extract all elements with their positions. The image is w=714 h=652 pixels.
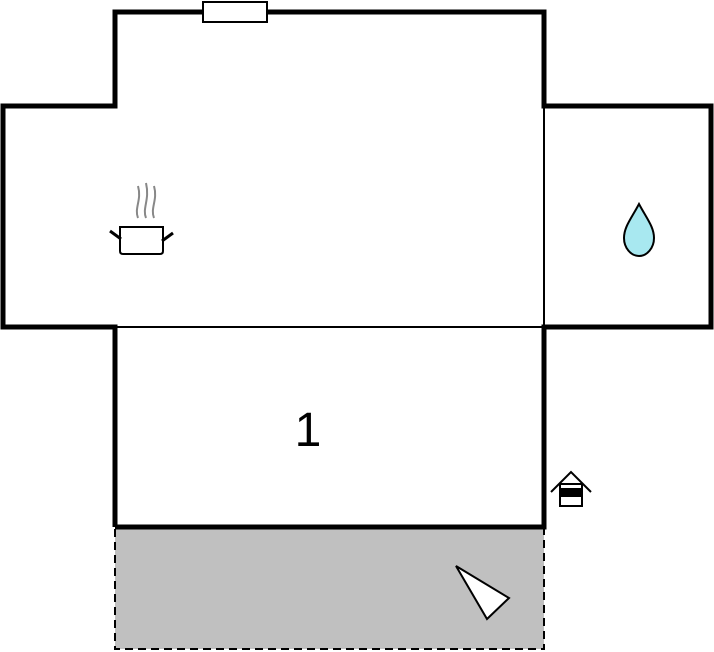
entrance-roof [550, 470, 592, 493]
pot-body [119, 226, 164, 255]
entrance-door-fill [561, 488, 581, 497]
steam-line [135, 185, 141, 219]
bedroom-number: 1 [295, 404, 322, 457]
pot-handle-right [161, 231, 174, 243]
steam-line [143, 182, 149, 219]
cooking-pot-icon [109, 182, 174, 255]
steam-line [151, 185, 157, 219]
window-icon [202, 1, 268, 23]
house-entrance-icon [550, 470, 592, 507]
water-drop-icon [622, 201, 656, 258]
exterior-wall [0, 9, 714, 530]
pot-handle-left [109, 229, 122, 241]
compass-arrow-icon [455, 565, 511, 621]
